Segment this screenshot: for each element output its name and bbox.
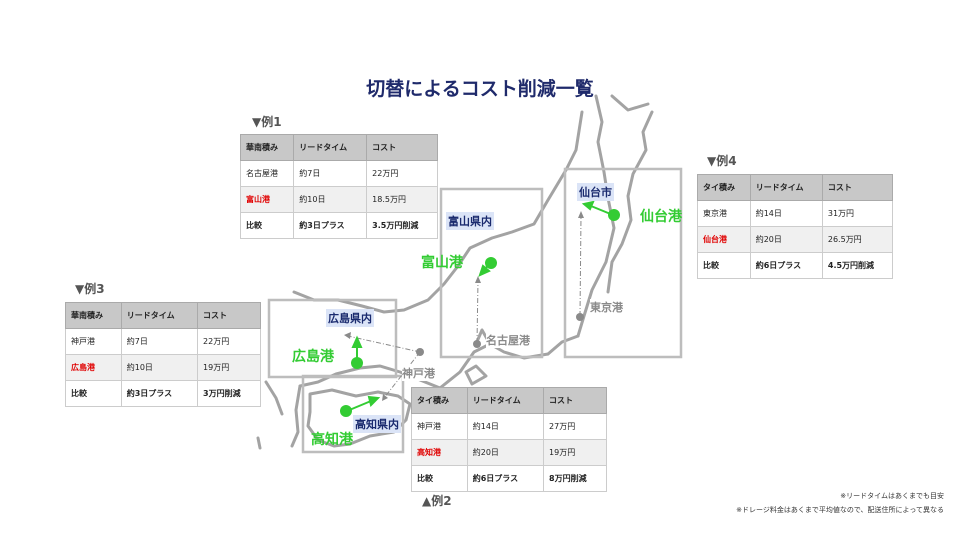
note-lead-time: ※リードタイムはあくまでも目安 xyxy=(840,492,944,500)
table-cell: 仙台港 xyxy=(697,226,751,253)
nagoya-port-dot xyxy=(473,340,481,348)
table-header: コスト xyxy=(821,174,894,201)
tokyo-port-label: 東京港 xyxy=(590,299,623,315)
nagoya-port-label: 名古屋港 xyxy=(486,332,530,348)
hiroshima-port-label: 広島港 xyxy=(292,349,334,365)
region-box-toyama xyxy=(439,187,544,359)
table-cell: 比較 xyxy=(411,465,468,492)
table-cell: 22万円 xyxy=(197,328,261,355)
route-kobe-hiroshima xyxy=(347,335,421,353)
table-cell: 広島港 xyxy=(65,354,122,381)
table-cell: 3万円削減 xyxy=(197,380,261,407)
table-header: 華南積み xyxy=(65,302,122,329)
table-header: リードタイム xyxy=(749,174,823,201)
table-cell: 神戸港 xyxy=(411,413,468,440)
table-cell: 19万円 xyxy=(197,354,261,381)
example-2-table: タイ積み リードタイム コスト 神戸港 約14日 27万円 高知港 約20日 1… xyxy=(411,387,607,492)
kochi-port-dot xyxy=(340,405,352,417)
example-4-table: タイ積み リードタイム コスト 東京港 約14日 31万円 仙台港 約20日 2… xyxy=(697,174,894,279)
kobe-port-dot xyxy=(416,348,424,356)
table-cell: 富山港 xyxy=(239,186,295,213)
table-cell: 東京港 xyxy=(697,200,751,227)
tokyo-port-dot xyxy=(576,313,584,321)
table-cell: 約7日 xyxy=(293,160,368,187)
table-cell: 比較 xyxy=(65,380,122,407)
table-header: タイ積み xyxy=(411,387,468,414)
table-header: 華南積み xyxy=(239,134,295,161)
table-header: タイ積み xyxy=(697,174,751,201)
table-row: 神戸港 約7日 22万円 xyxy=(65,328,261,355)
coastline xyxy=(256,94,654,450)
table-cell: 約14日 xyxy=(749,200,823,227)
table-cell: 約14日 xyxy=(466,413,545,440)
table-cell: 約3日プラス xyxy=(120,380,199,407)
sendai-city-label: 仙台市 xyxy=(577,183,614,201)
table-cell: 19万円 xyxy=(543,439,607,466)
table-cell: 高知港 xyxy=(411,439,468,466)
table-header: コスト xyxy=(366,134,438,161)
table-cell: 4.5万円削減 xyxy=(821,252,894,279)
table-row: 比較 約3日プラス 3万円削減 xyxy=(65,380,261,407)
example-1-table: 華南積み リードタイム コスト 名古屋港 約7日 22万円 富山港 約10日 1… xyxy=(239,134,438,239)
toyama-port-dot xyxy=(485,257,497,269)
kobe-port-label: 神戸港 xyxy=(402,365,435,381)
page-title: 切替によるコスト削減一覧 xyxy=(366,78,594,100)
table-cell: 8万円削減 xyxy=(543,465,607,492)
table-header: リードタイム xyxy=(466,387,545,414)
table-row: 富山港 約10日 18.5万円 xyxy=(239,186,438,213)
table-row: 比較 約6日プラス 4.5万円削減 xyxy=(697,252,894,279)
table-cell: 名古屋港 xyxy=(239,160,295,187)
toyama-port-label: 富山港 xyxy=(421,255,463,271)
table-cell: 26.5万円 xyxy=(821,226,894,253)
example-3-label: ▼例3 xyxy=(75,282,105,296)
table-cell: 約20日 xyxy=(466,439,545,466)
note-drayage: ※ドレージ料金はあくまで平均値なので、配送住所によって異なる xyxy=(736,506,944,514)
kochi-pref-label: 高知県内 xyxy=(353,415,401,433)
table-cell: 約3日プラス xyxy=(293,212,368,239)
table-cell: 約10日 xyxy=(293,186,368,213)
table-row: 神戸港 約14日 27万円 xyxy=(411,413,607,440)
table-cell: 比較 xyxy=(697,252,751,279)
table-row: 仙台港 約20日 26.5万円 xyxy=(697,226,894,253)
table-cell: 約10日 xyxy=(120,354,199,381)
table-row: 広島港 約10日 19万円 xyxy=(65,354,261,381)
example-1-label: ▼例1 xyxy=(252,115,282,129)
region-box-kochi xyxy=(301,374,405,454)
table-header: リードタイム xyxy=(120,302,199,329)
table-row: 高知港 約20日 19万円 xyxy=(411,439,607,466)
route-tokyo-sendai xyxy=(579,214,582,317)
route-nagoya-toyama xyxy=(476,279,479,344)
table-row: 名古屋港 約7日 22万円 xyxy=(239,160,438,187)
table-cell: 神戸港 xyxy=(65,328,122,355)
region-box-sendai xyxy=(563,167,683,359)
table-cell: 約6日プラス xyxy=(466,465,545,492)
example-3-table: 華南積み リードタイム コスト 神戸港 約7日 22万円 広島港 約10日 19… xyxy=(65,302,261,407)
table-header: リードタイム xyxy=(293,134,368,161)
table-cell: 27万円 xyxy=(543,413,607,440)
toyama-pref-label: 富山県内 xyxy=(446,212,494,230)
table-cell: 18.5万円 xyxy=(366,186,438,213)
table-cell: 約20日 xyxy=(749,226,823,253)
table-row: 比較 約6日プラス 8万円削減 xyxy=(411,465,607,492)
table-row: 比較 約3日プラス 3.5万円削減 xyxy=(239,212,438,239)
table-row: 東京港 約14日 31万円 xyxy=(697,200,894,227)
table-cell: 31万円 xyxy=(821,200,894,227)
table-cell: 比較 xyxy=(239,212,295,239)
table-header: コスト xyxy=(197,302,261,329)
example-2-label: ▲例2 xyxy=(422,494,452,508)
hiroshima-port-dot xyxy=(351,357,363,369)
example-4-label: ▼例4 xyxy=(707,154,737,168)
sendai-port-label: 仙台港 xyxy=(640,209,682,225)
table-cell: 3.5万円削減 xyxy=(366,212,438,239)
table-header: コスト xyxy=(543,387,607,414)
sendai-port-dot xyxy=(608,209,620,221)
table-cell: 約7日 xyxy=(120,328,199,355)
kochi-port-label: 高知港 xyxy=(311,432,353,448)
hiroshima-pref-label: 広島県内 xyxy=(326,309,374,327)
table-cell: 22万円 xyxy=(366,160,438,187)
table-cell: 約6日プラス xyxy=(749,252,823,279)
